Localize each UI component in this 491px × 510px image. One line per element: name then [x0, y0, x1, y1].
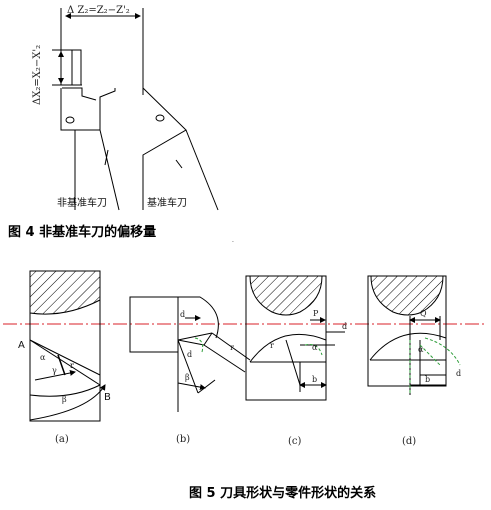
panel-d-label-d: d: [456, 369, 461, 378]
fig4-label-nonref: 非基准车刀: [57, 196, 107, 209]
panel-c-green-arc: [304, 344, 323, 356]
panel-d-green: [409, 337, 461, 395]
fig4-caption: 图 4 非基准车刀的偏移量: [8, 224, 156, 240]
panel-a-label-alpha: α: [40, 353, 46, 362]
panel-d-tag: (d): [402, 436, 416, 447]
panel-b-label-d2: d: [187, 350, 192, 359]
panel-a-label-B: B: [104, 392, 111, 403]
panel-b-green-arc: [194, 337, 204, 353]
panel-d-label-alpha: α: [418, 345, 424, 354]
panel-d-label-Q: Q: [420, 309, 427, 318]
fig4-dim-top: Δ Z₂=Z₂−Z'₂: [67, 5, 130, 16]
panel-a-label-gamma: γ: [52, 366, 57, 375]
panel-b: [129, 296, 251, 412]
figure-4: [52, 8, 219, 211]
panel-c-label-P: P: [313, 309, 319, 318]
panel-c-tag: (c): [288, 436, 302, 447]
panel-d: [367, 275, 447, 395]
panel-b-tag: (b): [176, 434, 190, 445]
panel-a-tag: (a): [55, 434, 69, 445]
panel-a-label-r: r: [70, 361, 74, 370]
panel-b-label-d: d: [180, 310, 185, 319]
panel-b-label-r: r: [230, 343, 234, 352]
panel-c: [245, 275, 345, 401]
panel-a-label-beta: β: [62, 395, 67, 404]
svg-text:.: .: [232, 237, 234, 244]
fig4-label-ref: 基准车刀: [147, 196, 187, 209]
panel-c-label-r: r: [270, 341, 274, 350]
panel-c-label-alpha: α: [312, 343, 318, 352]
fig4-dim-left: ΔX₂=X₂−X'₂: [32, 45, 43, 105]
panel-b-label-beta: β: [185, 373, 190, 382]
panel-a: [29, 270, 106, 422]
panel-a-label-A: A: [18, 340, 25, 351]
panel-c-label-d: d: [342, 322, 347, 331]
panel-d-label-b: b: [425, 375, 430, 384]
panel-c-label-b: b: [312, 375, 317, 384]
fig5-caption: 图 5 刀具形状与零件形状的关系: [189, 485, 376, 501]
